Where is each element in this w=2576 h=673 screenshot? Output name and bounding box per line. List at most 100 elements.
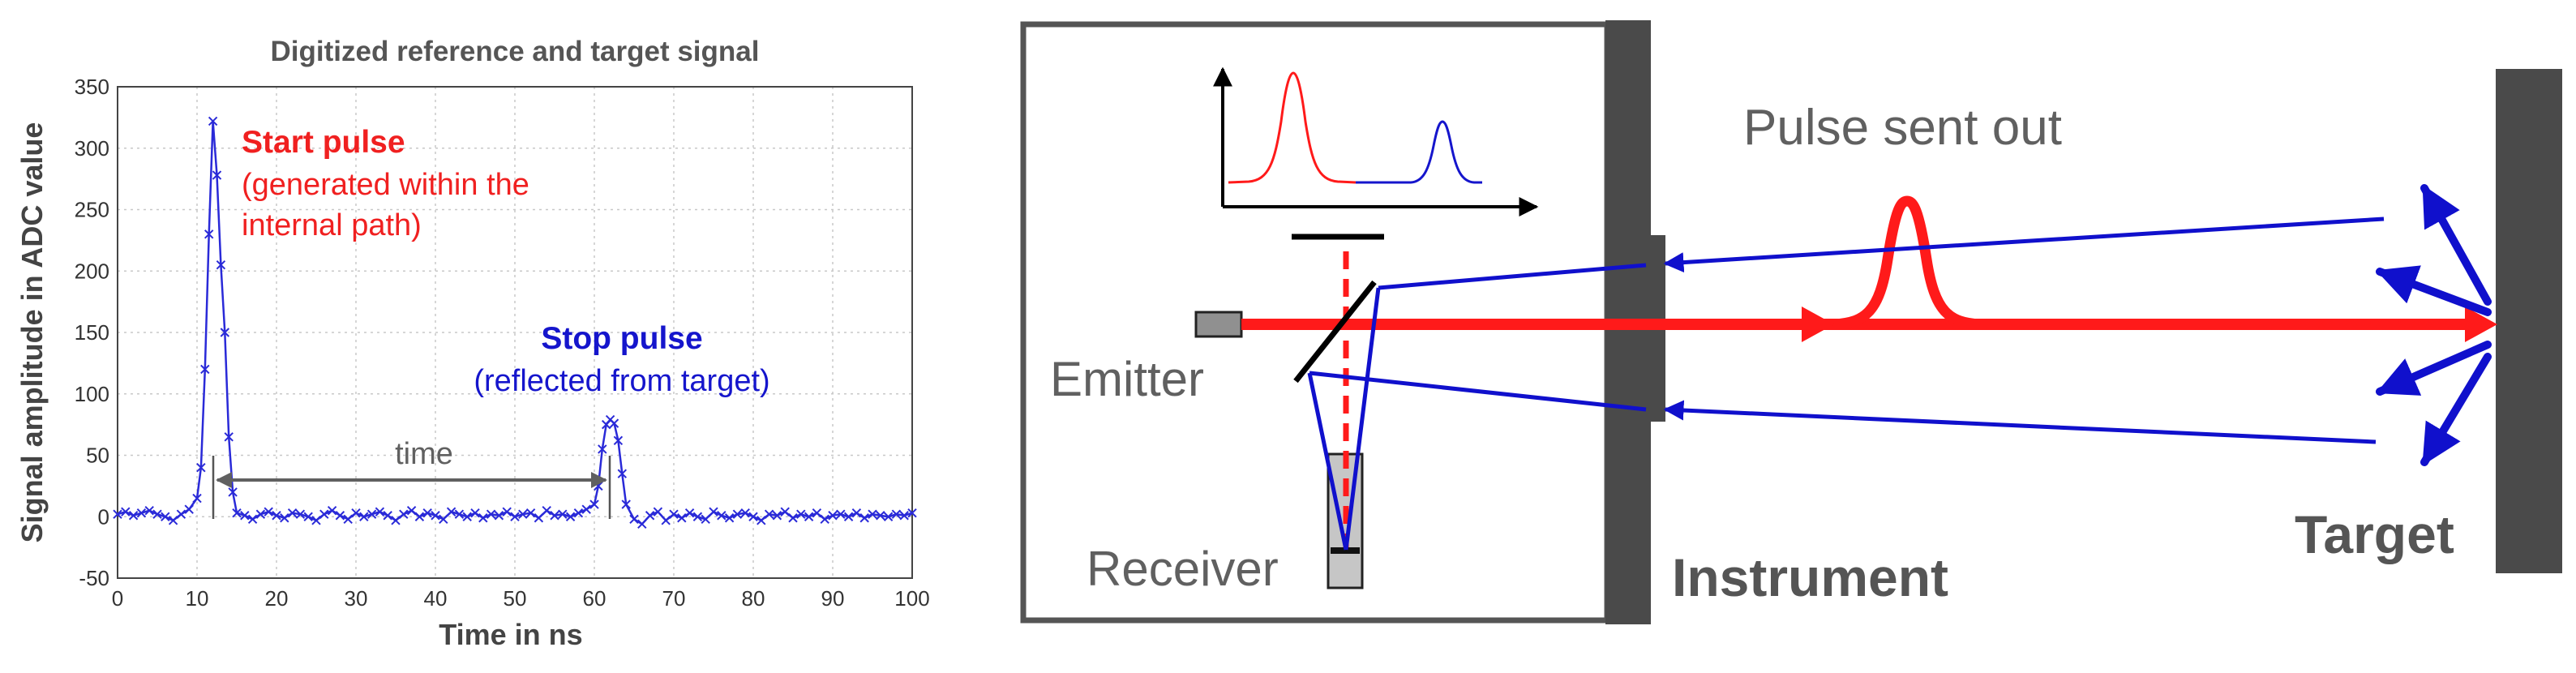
signal-data-point [732, 509, 743, 519]
scatter-arrow-3 [2376, 341, 2492, 396]
signal-data-point [669, 509, 679, 519]
signal-data-point [136, 508, 147, 518]
time-label: time [395, 437, 453, 471]
y-tick-label: 100 [75, 382, 109, 406]
signal-data-point [609, 418, 619, 428]
signal-data-point [168, 516, 178, 525]
signal-data-point [366, 509, 377, 519]
signal-data-point [446, 507, 456, 517]
plot-area-frame [117, 86, 913, 579]
signal-data-point [359, 512, 369, 521]
signal-data-point [748, 512, 758, 521]
signal-data-point [589, 499, 599, 509]
return-ray-lower [1663, 400, 2377, 444]
signal-data-point [788, 513, 798, 523]
scatter-arrow-4 [2420, 353, 2492, 466]
signal-data-point [176, 509, 186, 519]
signal-data-point [637, 519, 647, 529]
signal-data-point [228, 487, 238, 497]
signal-data-point [121, 507, 131, 517]
y-tick-label: 300 [75, 136, 109, 161]
signal-data-point [812, 508, 822, 518]
signal-data-point [280, 513, 289, 523]
laser-arrow-target [2465, 306, 2497, 342]
signal-data-point [232, 508, 242, 518]
signal-data-point [534, 513, 544, 523]
signal-data-point [113, 509, 122, 519]
laser-arrow-mid [1802, 306, 1834, 342]
signal-data-point [200, 364, 210, 375]
inset-start-pulse [1228, 71, 1357, 184]
signal-data-point [724, 513, 735, 523]
signal-data-point [645, 511, 655, 521]
signal-data-point [272, 511, 281, 521]
signal-data-point [311, 516, 321, 525]
x-tick-label: 30 [345, 586, 368, 611]
y-tick-label: -50 [79, 566, 109, 590]
signal-data-point [494, 511, 504, 521]
signal-data-point [621, 499, 631, 509]
signal-data-point [709, 507, 718, 517]
signal-data-point [192, 493, 202, 504]
signal-data-point [343, 514, 353, 524]
signal-data-point [876, 511, 885, 521]
signal-data-point [836, 509, 846, 519]
signal-data-point [144, 505, 154, 516]
return-ray-upper [1663, 216, 2385, 273]
pulse-label: Pulse sent out [1743, 100, 2062, 156]
start-pulse-line2: internal path) [242, 208, 422, 242]
focus-ray-left [1307, 372, 1348, 551]
signal-data-point [351, 508, 361, 518]
receiver-detector [1331, 547, 1360, 554]
chart-title: Digitized reference and target signal [271, 36, 760, 67]
signal-data-point [264, 507, 273, 517]
signal-data-point [851, 508, 862, 518]
signal-data-point [399, 509, 409, 519]
x-tick-label: 90 [821, 586, 845, 611]
y-axis-label: Signal amplitude in ADC value [15, 122, 49, 543]
signal-data-point [470, 508, 480, 518]
emitter-device [1194, 311, 1243, 338]
signal-data-point [772, 511, 782, 521]
start-pulse-title: Start pulse [242, 125, 405, 160]
x-axis-label: Time in ns [439, 618, 582, 651]
signal-data-point [375, 507, 385, 517]
signal-data-point [598, 444, 607, 454]
reflected-rays [1307, 216, 2385, 551]
x-tick-label: 0 [112, 586, 123, 611]
stop-pulse-line1: (reflected from target) [474, 364, 769, 398]
start-pulse-line1: (generated within the [242, 168, 529, 202]
signal-data-point [247, 514, 258, 524]
signal-data-point [581, 504, 591, 514]
signal-data-point [542, 505, 551, 516]
signal-data-point [303, 512, 313, 521]
signal-data-point [478, 513, 488, 523]
signal-data-point [677, 513, 687, 523]
signal-data-point [383, 511, 392, 521]
signal-data-point [573, 508, 584, 518]
signal-data-point [431, 511, 440, 521]
signal-data-point [828, 511, 838, 521]
signal-data-point [204, 229, 214, 239]
signal-data-point [240, 511, 250, 521]
signal-data-point [208, 116, 218, 126]
stop-pulse-title: Stop pulse [541, 321, 702, 356]
signal-data-point [843, 512, 854, 521]
signal-data-point [391, 516, 401, 525]
signal-data-point [212, 170, 222, 180]
signal-data-point [868, 509, 877, 519]
signal-data-point [406, 505, 417, 516]
signal-data-point [319, 509, 329, 519]
signal-data-point [764, 509, 774, 519]
target-label: Target [2295, 504, 2454, 564]
signal-data-point [295, 509, 306, 519]
scatter-arrow-2 [2376, 265, 2492, 316]
inset-stop-pulse [1356, 120, 1482, 184]
scatter-arrow-1 [2420, 184, 2492, 306]
x-tick-label: 20 [265, 586, 289, 611]
target-wall [2496, 69, 2562, 573]
signal-data-point [462, 512, 472, 521]
signal-data-point [558, 509, 568, 519]
